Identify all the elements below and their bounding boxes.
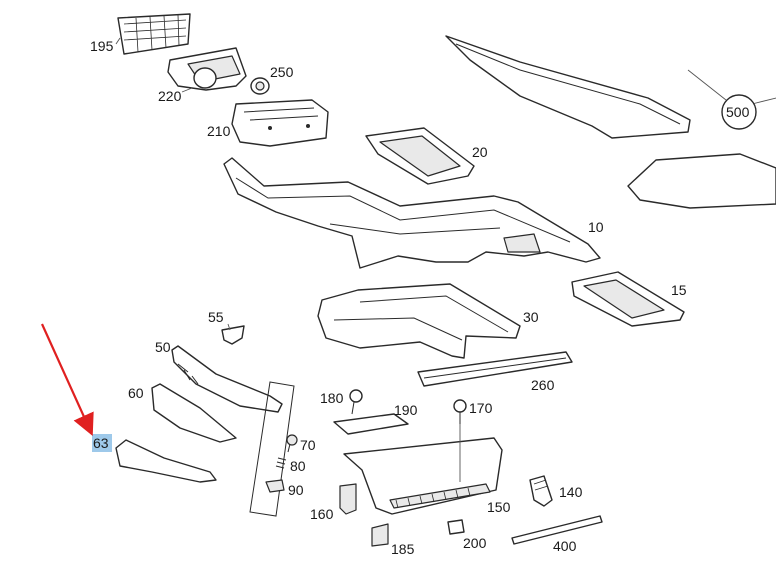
callout-50: 50 [155, 339, 171, 355]
callout-195: 195 [90, 38, 114, 54]
callout-140: 140 [559, 484, 583, 500]
callout-55: 55 [208, 309, 224, 325]
part-160-plug[interactable] [339, 483, 357, 515]
part-190-bracket[interactable] [333, 413, 409, 435]
callout-60: 60 [128, 385, 144, 401]
part-10-main-panel[interactable] [223, 157, 601, 269]
callout-15: 15 [671, 282, 687, 298]
pointer-arrow [40, 323, 94, 437]
callout-63-highlight [92, 434, 112, 452]
part-140-insert[interactable] [529, 475, 553, 507]
part-90-clip[interactable] [265, 479, 285, 493]
part-63-cover[interactable] [115, 439, 217, 483]
part-15-tray[interactable] [571, 271, 685, 327]
callout-70: 70 [300, 437, 316, 453]
hardware-bracket-frame [249, 381, 295, 517]
callout-160: 160 [310, 506, 334, 522]
part-20-tray[interactable] [365, 127, 475, 185]
part-170-screw[interactable] [453, 399, 467, 424]
callout-185: 185 [391, 541, 415, 557]
callout-220: 220 [158, 88, 182, 104]
callout-10: 10 [588, 219, 604, 235]
part-210-vent[interactable] [231, 99, 329, 147]
callout-150: 150 [487, 499, 511, 515]
callout-250: 250 [270, 64, 294, 80]
part-50-trim-panel[interactable] [171, 345, 283, 413]
callout-20: 20 [472, 144, 488, 160]
callout-200: 200 [463, 535, 487, 551]
callout-90: 90 [288, 482, 304, 498]
part-80-spring[interactable] [275, 457, 287, 469]
callout-500: 500 [726, 104, 750, 120]
part-250-nut[interactable] [250, 77, 270, 95]
part-260-rail[interactable] [417, 351, 573, 387]
part-500-floor-mats[interactable] [445, 35, 776, 209]
callout-170: 170 [469, 400, 493, 416]
part-30-console-base[interactable] [317, 283, 521, 359]
part-55-clip[interactable] [221, 323, 245, 345]
part-220-air-duct[interactable] [167, 47, 247, 93]
callout-400: 400 [553, 538, 577, 554]
part-60-side-panel[interactable] [151, 383, 237, 443]
callout-260: 260 [531, 377, 555, 393]
callout-210: 210 [207, 123, 231, 139]
callout-190: 190 [394, 402, 418, 418]
part-180-screw[interactable] [349, 389, 363, 415]
callout-30: 30 [523, 309, 539, 325]
part-185-block[interactable] [371, 523, 389, 547]
part-150-storage-bin[interactable] [343, 424, 503, 515]
part-195-grille[interactable] [115, 13, 191, 55]
callout-63: 63 [93, 435, 109, 451]
callout-180: 180 [320, 390, 344, 406]
callout-80: 80 [290, 458, 306, 474]
part-400-strip[interactable] [511, 515, 603, 545]
part-70-screw[interactable] [286, 434, 298, 453]
part-200-clip[interactable] [447, 519, 465, 535]
